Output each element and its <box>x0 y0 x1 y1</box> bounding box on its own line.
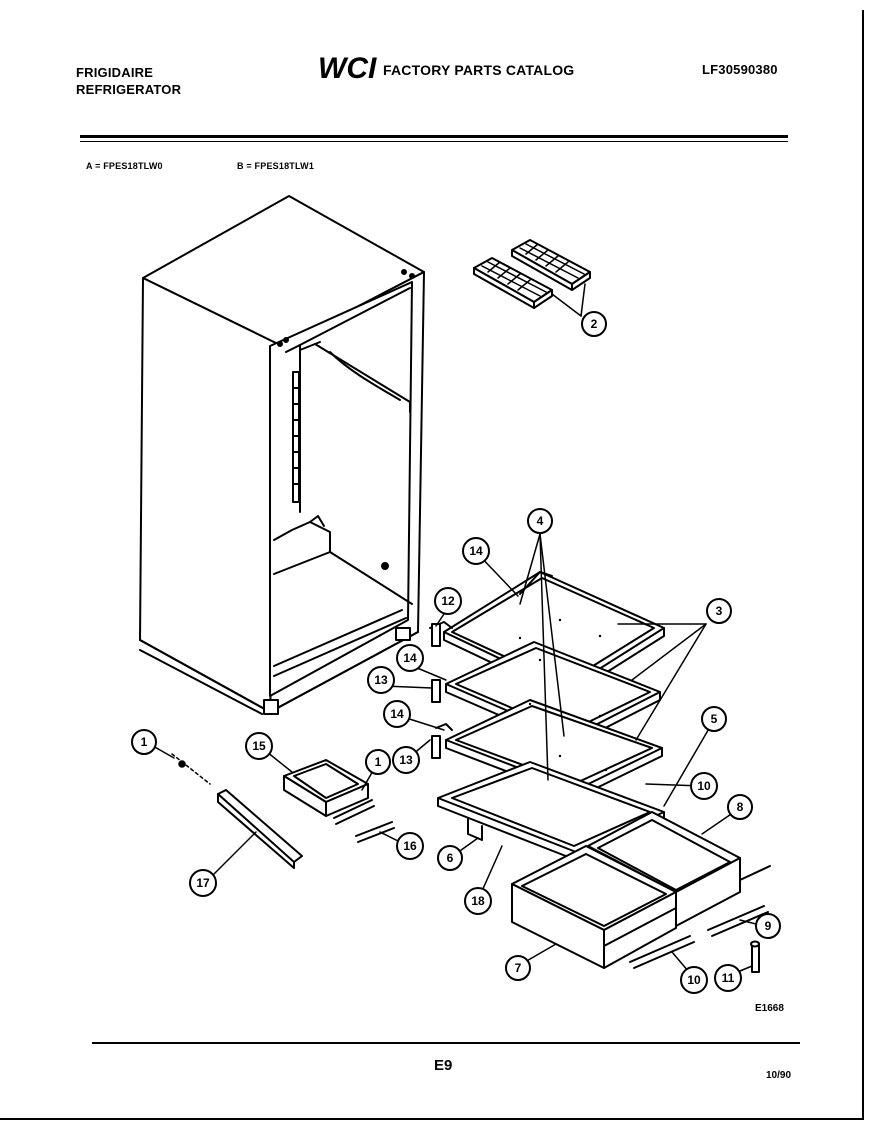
callout-1-a: 1 <box>131 729 157 755</box>
svg-text:1: 1 <box>375 755 382 769</box>
page-border-bottom <box>0 1118 864 1120</box>
page-border-right <box>862 10 864 1120</box>
model-b-label: B = FPES18TLW1 <box>237 161 315 171</box>
wci-logo: WCI <box>318 52 377 82</box>
callout-18: 18 <box>464 887 492 915</box>
cabinet <box>139 195 425 715</box>
svg-text:2: 2 <box>591 317 598 331</box>
callout-6: 6 <box>437 845 463 871</box>
header-rule-thin <box>80 141 788 142</box>
svg-text:14: 14 <box>403 651 417 665</box>
callout-8: 8 <box>727 794 753 820</box>
callout-2: 2 <box>581 311 607 337</box>
svg-text:5: 5 <box>711 712 718 726</box>
callout-10-b: 10 <box>680 966 708 994</box>
ice-trays <box>473 239 591 309</box>
callout-7: 7 <box>505 955 531 981</box>
model-a-label: A = FPES18TLW0 <box>86 161 163 171</box>
wci-logo-text: WCI <box>318 52 377 82</box>
svg-text:17: 17 <box>196 876 210 890</box>
svg-text:18: 18 <box>471 894 485 908</box>
svg-text:8: 8 <box>737 800 744 814</box>
svg-text:11: 11 <box>722 971 735 985</box>
svg-text:16: 16 <box>403 839 417 853</box>
callout-14-b: 14 <box>396 644 424 672</box>
svg-text:10: 10 <box>687 973 701 987</box>
crisper-drawers <box>511 811 771 973</box>
callout-11: 11 <box>714 964 742 992</box>
svg-text:7: 7 <box>515 961 522 975</box>
callout-3: 3 <box>706 598 732 624</box>
svg-text:15: 15 <box>252 739 266 753</box>
page-number: E9 <box>434 1057 453 1074</box>
svg-text:6: 6 <box>447 851 454 865</box>
svg-text:12: 12 <box>441 594 455 608</box>
callout-16: 16 <box>396 832 424 860</box>
figure-code: E1668 <box>755 1003 784 1014</box>
svg-text:14: 14 <box>390 707 404 721</box>
callout-13-a: 13 <box>367 666 395 694</box>
svg-text:1: 1 <box>141 735 148 749</box>
footer-rule <box>92 1042 800 1044</box>
svg-text:13: 13 <box>374 673 388 687</box>
catalog-number: LF30590380 <box>702 62 778 77</box>
shelves <box>429 571 665 861</box>
small-parts <box>171 753 395 869</box>
header-rule <box>80 135 788 138</box>
leader-lines <box>145 283 765 979</box>
callout-1-b: 1 <box>365 749 391 775</box>
callout-9: 9 <box>755 913 781 939</box>
catalog-title: FACTORY PARTS CATALOG <box>383 62 575 78</box>
callout-10-a: 10 <box>690 772 718 800</box>
svg-text:9: 9 <box>765 919 772 933</box>
callout-12: 12 <box>434 587 462 615</box>
callout-13-b: 13 <box>392 746 420 774</box>
svg-text:10: 10 <box>697 779 711 793</box>
svg-text:3: 3 <box>716 604 723 618</box>
brand-block: FRIGIDAIRE REFRIGERATOR <box>76 64 181 98</box>
callout-17: 17 <box>189 869 217 897</box>
callouts: 2 4 14 12 3 14 13 14 5 1 15 1 13 10 8 16… <box>131 311 781 994</box>
callout-15: 15 <box>245 732 273 760</box>
brand-name: FRIGIDAIRE <box>76 65 154 80</box>
callout-14-c: 14 <box>383 700 411 728</box>
svg-text:4: 4 <box>537 514 544 528</box>
callout-14-a: 14 <box>462 537 490 565</box>
svg-text:13: 13 <box>399 753 413 767</box>
callout-5: 5 <box>701 706 727 732</box>
svg-text:14: 14 <box>469 544 483 558</box>
product-type: REFRIGERATOR <box>76 82 182 97</box>
catalog-date: 10/90 <box>766 1070 792 1081</box>
callout-4: 4 <box>527 508 553 534</box>
